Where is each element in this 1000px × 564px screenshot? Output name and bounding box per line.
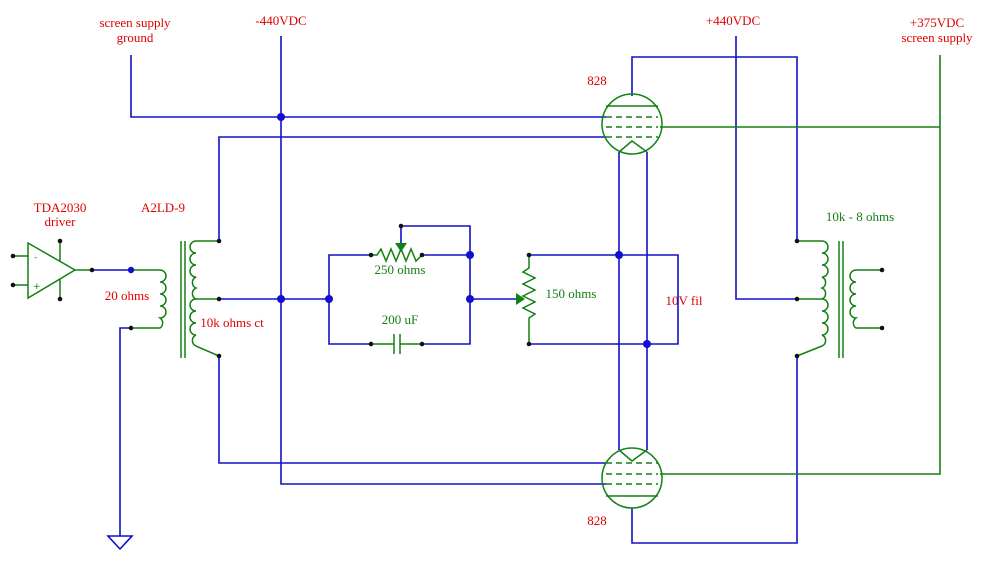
tube-bottom-label: 828 — [587, 513, 607, 528]
screen-supply-ground-label-line2: ground — [117, 30, 154, 45]
plate-bottom-wire — [631, 356, 798, 544]
pin-dot — [57, 238, 63, 244]
pot-150-label: 150 ohms — [546, 286, 597, 301]
screen-supply-ground-label: screen supply — [99, 15, 171, 30]
pot-150-wiper-arrow — [516, 293, 525, 305]
pin-dot — [57, 296, 63, 302]
junction-dot — [466, 251, 474, 259]
primary-winding — [131, 269, 167, 329]
pin-dot — [879, 267, 885, 273]
filament-loop-wire — [529, 254, 679, 345]
screen-supply-wires — [660, 55, 941, 475]
pin-dot — [216, 296, 222, 302]
pin-dot — [216, 353, 222, 359]
labels: screen supply ground -440VDC +440VDC +37… — [34, 13, 973, 528]
pin-dots — [10, 223, 885, 359]
pot-150-resistor — [521, 255, 537, 344]
bias-left-bus — [328, 254, 371, 345]
junction-dot — [325, 295, 333, 303]
pin-dot — [10, 253, 16, 259]
opamp-minus-sign: - — [34, 253, 37, 263]
pin-dot — [128, 325, 134, 331]
junction-dot — [615, 251, 623, 259]
tube-filament — [618, 449, 648, 462]
pin-dot — [419, 252, 425, 258]
driver-label: TDA2030 — [34, 200, 87, 215]
tube-envelope — [601, 93, 663, 155]
pin-dot — [526, 341, 532, 347]
pos-375vdc-label: +375VDC — [910, 15, 964, 30]
grid-top-wire — [218, 136, 606, 241]
pot-250-wiper-wire — [400, 225, 471, 255]
pin-dot — [794, 238, 800, 244]
pin-dot — [216, 238, 222, 244]
neg-440-bus-wire — [280, 36, 606, 485]
output-transformer — [796, 240, 882, 358]
pin-dot — [794, 353, 800, 359]
wires — [92, 36, 798, 544]
pot-250-wiper-arrow — [395, 243, 407, 252]
input-impedance-label: 20 ohms — [105, 288, 149, 303]
junction-dot — [277, 295, 285, 303]
screen-supply-bus — [660, 55, 941, 475]
pin-dot — [10, 282, 16, 288]
tube-top — [601, 93, 663, 155]
pos-440-wire — [735, 36, 797, 300]
grid-bottom-wire — [218, 356, 606, 464]
driver-opamp: - + — [13, 241, 92, 300]
tube-bottom — [601, 447, 663, 509]
tube-envelope — [601, 447, 663, 509]
input-transformer — [131, 240, 220, 358]
screen-supply-label: screen supply — [901, 30, 973, 45]
output-transformer-label: 10k - 8 ohms — [826, 209, 894, 224]
pos-440vdc-label: +440VDC — [706, 13, 760, 28]
screen-ground-wire — [130, 55, 606, 118]
pot-250-resistor — [371, 247, 423, 263]
junction-dot — [127, 266, 135, 274]
secondary-winding — [189, 240, 220, 357]
driver-label-line2: driver — [44, 214, 76, 229]
pot-150-ohm — [516, 255, 537, 344]
pot-250-label: 250 ohms — [375, 262, 426, 277]
opamp-plus-sign: + — [33, 282, 41, 292]
primary-ground-wire — [119, 327, 131, 536]
pin-dot — [368, 341, 374, 347]
ground-symbol — [106, 535, 134, 551]
pin-dot — [398, 223, 404, 229]
junction-dot — [643, 340, 651, 348]
pin-dot — [794, 296, 800, 302]
pin-dot — [879, 325, 885, 331]
tube-top-label: 828 — [587, 73, 607, 88]
junction-dot — [277, 113, 285, 121]
ground-triangle — [106, 535, 134, 551]
filament-label: 10V fil — [666, 293, 703, 308]
pin-dot — [419, 341, 425, 347]
pin-dot — [526, 252, 532, 258]
output-primary-winding — [796, 240, 829, 357]
cap-200-label: 200 uF — [382, 312, 418, 327]
pin-dot — [368, 252, 374, 258]
opamp-triangle — [27, 241, 77, 300]
bias-right-bus — [422, 254, 471, 345]
plate-top-wire — [631, 56, 798, 241]
pot-250-ohm — [371, 243, 423, 263]
secondary-impedance-label: 10k ohms ct — [200, 315, 264, 330]
input-transformer-label: A2LD-9 — [141, 200, 185, 215]
junction-dots — [127, 113, 651, 348]
junction-dot — [466, 295, 474, 303]
pin-dot — [89, 267, 95, 273]
output-secondary-winding — [849, 269, 882, 329]
cap-200-uf — [371, 334, 422, 354]
neg-440vdc-label: -440VDC — [255, 13, 306, 28]
tube-filament — [618, 140, 648, 153]
